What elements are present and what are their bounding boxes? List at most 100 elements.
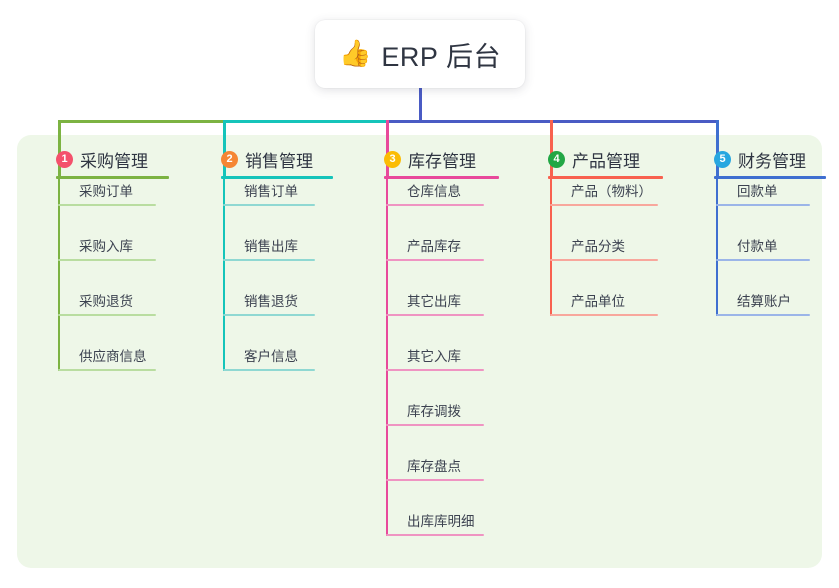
- leaf-label: 产品单位: [571, 294, 625, 309]
- leaf-underline: [58, 314, 156, 316]
- leaf-underline: [223, 369, 315, 371]
- column-title: 产品管理: [572, 151, 640, 171]
- column-header-1[interactable]: 1 采购管理: [35, 146, 148, 172]
- root-title: ERP 后台: [381, 41, 501, 72]
- leaf-label: 仓库信息: [407, 184, 461, 199]
- leaf-underline: [58, 259, 156, 261]
- leaf-node[interactable]: 付款单: [716, 227, 810, 261]
- leaf-node[interactable]: 仓库信息: [386, 172, 484, 206]
- leaf-node[interactable]: 产品库存: [386, 227, 484, 261]
- leaf-node[interactable]: 回款单: [716, 172, 810, 206]
- leaf-node[interactable]: 采购退货: [58, 282, 156, 316]
- leaf-underline: [386, 479, 484, 481]
- leaf-underline: [550, 204, 658, 206]
- leaf-underline: [58, 204, 156, 206]
- column-title: 销售管理: [245, 151, 313, 171]
- leaf-underline: [386, 369, 484, 371]
- leaf-underline: [716, 314, 810, 316]
- leaf-label: 其它出库: [407, 294, 461, 309]
- leaf-underline: [386, 534, 484, 536]
- leaf-underline: [386, 204, 484, 206]
- column-header-5[interactable]: 5 财务管理: [693, 146, 806, 172]
- bus-segment-teal: [223, 120, 389, 123]
- leaf-node[interactable]: 采购入库: [58, 227, 156, 261]
- leaf-node[interactable]: 销售订单: [223, 172, 315, 206]
- leaf-node[interactable]: 产品分类: [550, 227, 658, 261]
- leaf-label: 结算账户: [737, 294, 791, 309]
- leaf-label: 销售退货: [244, 294, 298, 309]
- column-drop-4: [550, 120, 553, 176]
- leaf-node[interactable]: 结算账户: [716, 282, 810, 316]
- column-underline: [221, 176, 333, 179]
- leaf-node[interactable]: 供应商信息: [58, 337, 156, 371]
- column-drop-2: [223, 120, 226, 176]
- column-drop-3: [386, 120, 389, 176]
- column-trunk-line: [716, 179, 718, 316]
- column-财务管理: 5 财务管理回款单付款单结算账户: [693, 146, 826, 316]
- leaf-node[interactable]: 采购订单: [58, 172, 156, 206]
- column-badge-1: 1: [56, 150, 73, 168]
- leaf-underline: [386, 424, 484, 426]
- leaf-underline: [223, 204, 315, 206]
- root-node[interactable]: 👍 ERP 后台: [315, 20, 525, 88]
- leaf-label: 采购订单: [79, 184, 133, 199]
- leaf-label: 客户信息: [244, 349, 298, 364]
- column-underline: [384, 176, 499, 179]
- column-underline: [548, 176, 663, 179]
- leaf-node[interactable]: 其它入库: [386, 337, 484, 371]
- leaf-node[interactable]: 销售出库: [223, 227, 315, 261]
- column-库存管理: 3 库存管理仓库信息产品库存其它出库其它入库库存调拨库存盘点出库库明细: [363, 146, 499, 536]
- leaf-underline: [716, 259, 810, 261]
- leaf-label: 产品分类: [571, 239, 625, 254]
- thumbs-up-icon: 👍: [339, 38, 372, 68]
- column-badge-2: 2: [221, 150, 238, 168]
- leaf-label: 付款单: [737, 239, 778, 254]
- leaf-node[interactable]: 其它出库: [386, 282, 484, 316]
- column-title: 库存管理: [408, 151, 476, 171]
- leaf-label: 产品（物料）: [571, 184, 652, 199]
- leaf-node[interactable]: 库存调拨: [386, 392, 484, 426]
- column-drop-5: [716, 120, 719, 176]
- column-销售管理: 2 销售管理销售订单销售出库销售退货客户信息: [200, 146, 333, 371]
- leaf-label: 出库库明细: [407, 514, 475, 529]
- leaf-underline: [58, 369, 156, 371]
- column-badge-3: 3: [384, 150, 401, 168]
- column-title: 采购管理: [80, 151, 148, 171]
- column-badge-4: 4: [548, 150, 565, 168]
- column-header-4[interactable]: 4 产品管理: [527, 146, 640, 172]
- column-underline: [56, 176, 169, 179]
- bus-segment-green: [58, 120, 226, 123]
- leaf-node[interactable]: 库存盘点: [386, 447, 484, 481]
- leaf-label: 库存调拨: [407, 404, 461, 419]
- column-header-2[interactable]: 2 销售管理: [200, 146, 313, 172]
- column-trunk-line: [58, 179, 60, 371]
- leaf-underline: [550, 314, 658, 316]
- leaf-node[interactable]: 产品单位: [550, 282, 658, 316]
- leaf-label: 销售出库: [244, 239, 298, 254]
- leaf-node[interactable]: 产品（物料）: [550, 172, 658, 206]
- leaf-node[interactable]: 出库库明细: [386, 502, 484, 536]
- column-drop-1: [58, 120, 61, 176]
- column-trunk-line: [223, 179, 225, 371]
- leaf-label: 回款单: [737, 184, 778, 199]
- leaf-label: 其它入库: [407, 349, 461, 364]
- leaf-node[interactable]: 销售退货: [223, 282, 315, 316]
- root-stem: [419, 88, 422, 123]
- leaf-label: 采购退货: [79, 294, 133, 309]
- leaf-label: 采购入库: [79, 239, 133, 254]
- leaf-underline: [223, 314, 315, 316]
- leaf-label: 供应商信息: [79, 349, 147, 364]
- leaf-label: 产品库存: [407, 239, 461, 254]
- leaf-label: 销售订单: [244, 184, 298, 199]
- column-产品管理: 4 产品管理产品（物料） 产品分类产品单位: [527, 146, 663, 316]
- leaf-node[interactable]: 客户信息: [223, 337, 315, 371]
- column-trunk-line: [550, 179, 552, 316]
- diagram-panel: [17, 135, 822, 568]
- column-采购管理: 1 采购管理采购订单采购入库采购退货供应商信息: [35, 146, 169, 371]
- leaf-underline: [716, 204, 810, 206]
- column-header-3[interactable]: 3 库存管理: [363, 146, 476, 172]
- column-title: 财务管理: [738, 151, 806, 171]
- column-trunk-line: [386, 179, 388, 536]
- column-badge-5: 5: [714, 150, 731, 168]
